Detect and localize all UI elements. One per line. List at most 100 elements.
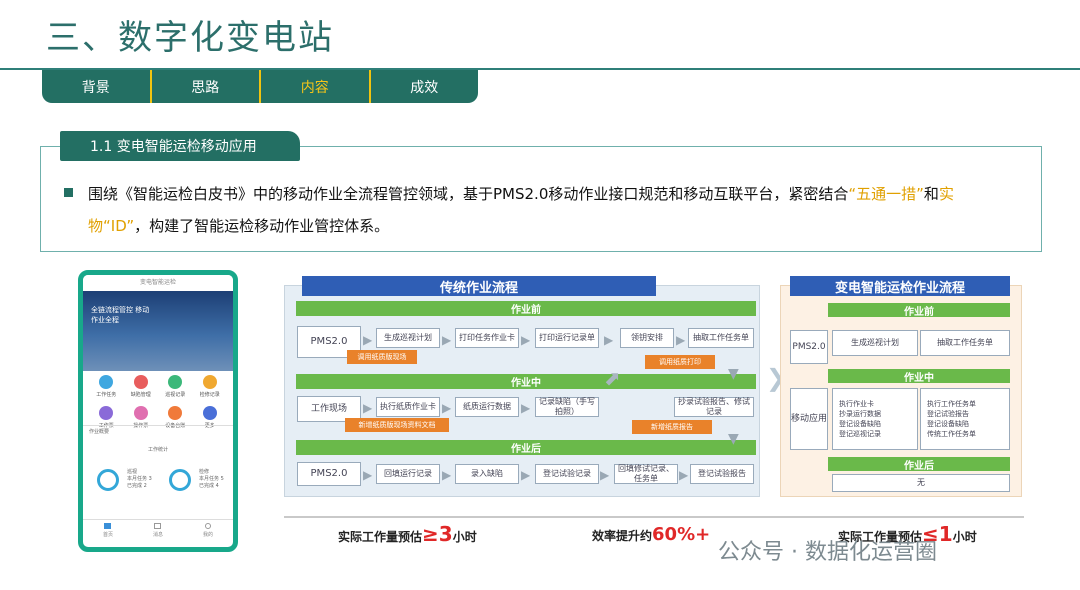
smart-during-start: 移动应用 bbox=[790, 388, 828, 450]
para-text-2: 和 bbox=[923, 185, 939, 203]
phone-nav-home[interactable]: 首页 bbox=[103, 523, 113, 538]
arrow-right-icon: ▶ bbox=[679, 468, 689, 482]
phone-app-tasks[interactable]: 工作任务 bbox=[91, 375, 121, 398]
phone-icon-grid: 工作任务 缺陷管理 巡视记录 检修记录 工作票 操作票 设备台账 更多 bbox=[89, 375, 227, 429]
defect-icon bbox=[133, 375, 148, 389]
tab-bar: 背景 思路 内容 成效 bbox=[42, 70, 478, 103]
phone-divider bbox=[83, 425, 233, 426]
tab-background[interactable]: 背景 bbox=[42, 70, 152, 103]
more-icon bbox=[202, 406, 217, 420]
smart-flow-header: 变电智能运检作业流程 bbox=[790, 276, 1010, 296]
user-icon bbox=[204, 523, 211, 529]
tab-content[interactable]: 内容 bbox=[261, 70, 371, 103]
section-box bbox=[40, 146, 1042, 252]
trad-after-start: PMS2.0 bbox=[297, 462, 361, 486]
trad-during-step-3: 记录缺陷（手写拍照） bbox=[535, 397, 599, 417]
phone-notice: 作业概要 bbox=[89, 429, 110, 435]
arrow-up-icon: ⬈ bbox=[604, 366, 621, 390]
arrow-right-icon: ▶ bbox=[604, 333, 614, 347]
trad-after-step-1: 回填运行记录 bbox=[376, 464, 440, 484]
arrow-right-icon: ▶ bbox=[600, 468, 610, 482]
para-text-3: ，构建了智能运检移动作业管控体系。 bbox=[134, 217, 390, 235]
intro-paragraph: 围绕《智能运检白皮书》中的移动作业全流程管控领域，基于PMS2.0移动作业接口规… bbox=[88, 178, 978, 242]
phone-banner: 全链流程管控 移动作业全程 bbox=[83, 291, 233, 371]
tab-results[interactable]: 成效 bbox=[410, 79, 439, 96]
traditional-flow-panel bbox=[284, 285, 760, 497]
trad-before-step-1: 生成巡视计划 bbox=[376, 328, 440, 348]
tasks-icon bbox=[99, 375, 114, 389]
arrow-right-icon: ▶ bbox=[363, 401, 373, 415]
phone-stat-ring-2 bbox=[169, 469, 191, 491]
smart-after-value: 无 bbox=[832, 474, 1010, 492]
phone-nav-profile[interactable]: 我的 bbox=[203, 523, 213, 538]
arrow-right-icon: ▶ bbox=[442, 401, 452, 415]
summary-smart-value: ≤1 bbox=[922, 522, 953, 546]
phone-app-maintenance[interactable]: 检修记录 bbox=[195, 375, 225, 398]
smart-stage-during: 作业中 bbox=[828, 369, 1010, 384]
smart-before-step-1: 生成巡视计划 bbox=[832, 330, 918, 356]
bullet-square-icon bbox=[64, 188, 73, 197]
summary-smart: 实际工作量预估≤1小时 bbox=[838, 522, 977, 546]
trad-after-step-2: 录入缺陷 bbox=[455, 464, 519, 484]
para-text-1: 围绕《智能运检白皮书》中的移动作业全流程管控领域，基于PMS2.0移动作业接口规… bbox=[88, 185, 849, 203]
arrow-right-icon: ▶ bbox=[442, 468, 452, 482]
trad-before-note-1: 调用纸质版现场 bbox=[347, 350, 417, 364]
maintenance-icon bbox=[202, 375, 217, 389]
trad-before-step-3: 打印运行记录单 bbox=[535, 328, 599, 348]
work-ticket-icon bbox=[99, 406, 114, 420]
phone-bottom-nav: 首页 消息 我的 bbox=[83, 523, 233, 538]
arrow-right-icon: ▶ bbox=[521, 333, 531, 347]
slide-title: 三、数字化变电站 bbox=[46, 18, 334, 58]
trad-during-step-2: 纸质运行数据 bbox=[455, 397, 519, 417]
trad-during-step-1: 执行纸质作业卡 bbox=[376, 397, 440, 417]
arrow-right-icon: ▶ bbox=[521, 468, 531, 482]
phone-nav-messages[interactable]: 消息 bbox=[153, 523, 163, 538]
summary-traditional: 实际工作量预估≥3小时 bbox=[338, 522, 477, 546]
smart-stage-after: 作业后 bbox=[828, 457, 1010, 472]
phone-app-operation-ticket[interactable]: 操作票 bbox=[126, 406, 156, 429]
tab-approach[interactable]: 思路 bbox=[152, 70, 261, 103]
trad-before-note-2: 调用纸质打印 bbox=[645, 355, 715, 369]
phone-app-more[interactable]: 更多 bbox=[195, 406, 225, 429]
smart-during-left-list: 执行作业卡抄录运行数据登记设备缺陷登记巡视记录 bbox=[832, 388, 918, 450]
phone-nav-divider bbox=[83, 519, 233, 520]
equipment-icon bbox=[168, 406, 183, 420]
trad-during-start: 工作现场 bbox=[297, 396, 361, 422]
arrow-right-icon: ▶ bbox=[442, 333, 452, 347]
phone-stat-ring-1 bbox=[97, 469, 119, 491]
summary-efficiency-value: 60%+ bbox=[652, 524, 711, 545]
home-icon bbox=[104, 523, 112, 529]
trad-during-note-2: 新增纸质报告 bbox=[632, 420, 712, 434]
phone-stats-title: 工作统计 bbox=[147, 447, 168, 453]
message-icon bbox=[154, 523, 162, 529]
smart-before-step-2: 抽取工作任务单 bbox=[920, 330, 1010, 356]
trad-stage-during: 作业中 bbox=[296, 374, 756, 389]
smart-before-start: PMS2.0 bbox=[790, 330, 828, 364]
phone-status-title: 变电智能运检 bbox=[83, 275, 233, 291]
summary-traditional-value: ≥3 bbox=[422, 522, 453, 546]
summary-efficiency: 效率提升约60%+ bbox=[592, 524, 711, 545]
traditional-flow-header: 传统作业流程 bbox=[302, 276, 656, 296]
phone-mockup: 变电智能运检 全链流程管控 移动作业全程 工作任务 缺陷管理 巡视记录 检修记录… bbox=[78, 270, 238, 552]
trad-before-step-5: 抽取工作任务单 bbox=[688, 328, 754, 348]
trad-during-note-1: 新增纸质版现场资料文档 bbox=[345, 418, 449, 432]
operation-ticket-icon bbox=[133, 406, 148, 420]
arrow-down-icon: ▼ bbox=[728, 431, 739, 447]
para-highlight-id: 实物“ID” bbox=[88, 185, 954, 235]
arrow-down-icon: ▼ bbox=[728, 366, 739, 382]
summary-divider bbox=[284, 516, 1024, 518]
smart-stage-before: 作业前 bbox=[828, 303, 1010, 318]
phone-app-patrol[interactable]: 巡视记录 bbox=[160, 375, 190, 398]
phone-app-equipment[interactable]: 设备台账 bbox=[160, 406, 190, 429]
phone-app-work-ticket[interactable]: 工作票 bbox=[91, 406, 121, 429]
trad-stage-after: 作业后 bbox=[296, 440, 756, 455]
title-divider bbox=[0, 68, 1080, 70]
section-label: 1.1 变电智能运检移动应用 bbox=[60, 131, 300, 161]
trad-during-step-4: 抄录试验报告、修试记录 bbox=[674, 397, 754, 417]
trad-after-step-4: 回填修试记录、任务单 bbox=[614, 464, 678, 484]
arrow-right-icon: ▶ bbox=[676, 333, 686, 347]
phone-app-defects[interactable]: 缺陷管理 bbox=[126, 375, 156, 398]
arrow-right-icon: ▶ bbox=[363, 468, 373, 482]
